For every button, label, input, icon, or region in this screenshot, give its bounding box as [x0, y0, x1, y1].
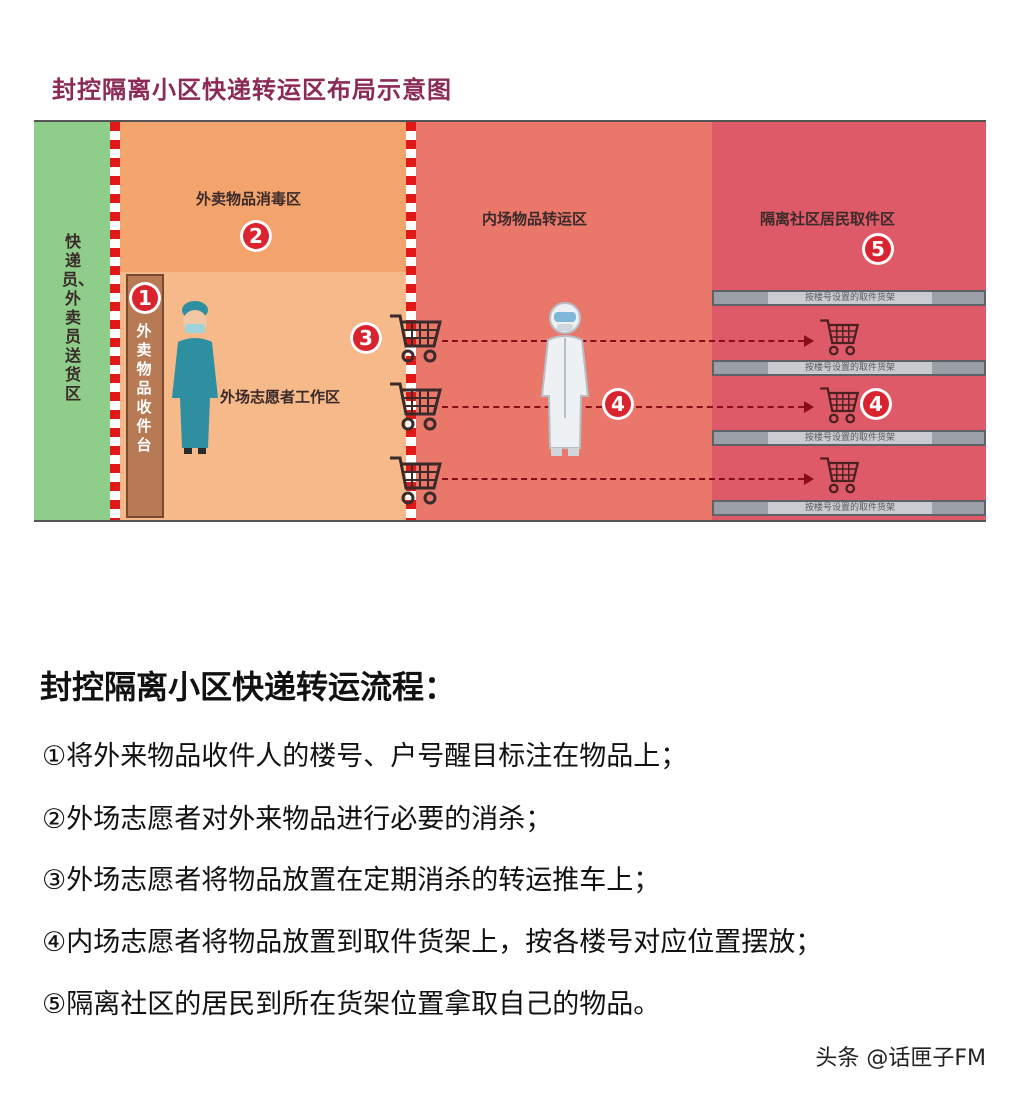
courier-zone	[34, 122, 110, 520]
shopping-cart-icon	[820, 457, 860, 494]
marker-4-pickup: 4	[860, 388, 892, 420]
process-step-2: ②外场志愿者对外来物品进行必要的消杀；	[42, 804, 553, 835]
diagram-title: 封控隔离小区快递转运区布局示意图	[52, 76, 452, 104]
disinfection-zone-label: 外卖物品消毒区	[196, 190, 302, 208]
marker-4: 4	[602, 388, 634, 420]
marker-5-text: 5	[871, 237, 885, 261]
shopping-cart-icon	[390, 382, 442, 431]
marker-2: 2	[240, 220, 272, 252]
marker-1-text: 1	[138, 286, 152, 310]
shopping-cart-icon	[390, 314, 442, 363]
shelf-label: 按楼号设置的取件货架	[768, 432, 932, 444]
shelf-label: 按楼号设置的取件货架	[768, 362, 932, 374]
transfer-arrow-line	[442, 478, 804, 480]
barrier-stripe-left	[110, 122, 120, 520]
process-heading: 封控隔离小区快递转运流程：	[40, 668, 457, 706]
marker-5: 5	[862, 233, 894, 265]
transfer-arrow-head	[804, 335, 814, 347]
shopping-cart-icon	[820, 319, 860, 356]
reception-desk	[126, 274, 164, 518]
pickup-shelf: 按楼号设置的取件货架	[712, 360, 986, 376]
watermark: 头条 @话匣子FM	[815, 1046, 986, 1071]
shelf-label: 按楼号设置的取件货架	[768, 292, 932, 304]
shelf-label: 按楼号设置的取件货架	[768, 502, 932, 514]
outer-volunteer-zone	[120, 272, 406, 520]
shopping-cart-icon	[390, 456, 442, 505]
transfer-arrow-line	[636, 406, 804, 408]
marker-2-text: 2	[249, 224, 263, 248]
resident-pickup-zone	[712, 122, 986, 520]
marker-3: 3	[350, 322, 382, 354]
marker-3-text: 3	[359, 326, 373, 350]
volunteer-person-icon	[172, 301, 218, 454]
layout-diagram: 快递员、外卖员送货区 外卖物品收件台 外卖物品消毒区 外场志愿者工作区 内场物品…	[34, 120, 986, 522]
outer-volunteer-zone-label: 外场志愿者工作区	[220, 388, 341, 406]
transfer-arrow-head	[804, 473, 814, 485]
process-step-5: ⑤隔离社区的居民到所在货架位置拿取自己的物品。	[42, 989, 661, 1020]
resident-pickup-zone-label: 隔离社区居民取件区	[760, 210, 896, 228]
protective-suit-person-icon	[540, 302, 590, 456]
reception-desk-label: 外卖物品收件台	[136, 322, 152, 454]
marker-4b-text: 4	[869, 392, 883, 416]
marker-1: 1	[129, 282, 161, 314]
marker-4-text: 4	[611, 392, 625, 416]
transfer-arrow-line	[442, 406, 602, 408]
pickup-shelf: 按楼号设置的取件货架	[712, 290, 986, 306]
process-step-4: ④内场志愿者将物品放置到取件货架上，按各楼号对应位置摆放；	[42, 927, 823, 958]
transfer-arrow-line	[442, 340, 804, 342]
process-step-3: ③外场志愿者将物品放置在定期消杀的转运推车上；	[42, 865, 661, 896]
transfer-arrow-head	[804, 401, 814, 413]
pickup-shelf: 按楼号设置的取件货架	[712, 500, 986, 516]
inner-transfer-zone-label: 内场物品转运区	[482, 210, 588, 228]
courier-zone-label: 快递员、外卖员送货区	[62, 232, 95, 403]
shopping-cart-icon	[820, 387, 860, 424]
process-step-1: ①将外来物品收件人的楼号、户号醒目标注在物品上；	[42, 741, 688, 772]
pickup-shelf: 按楼号设置的取件货架	[712, 430, 986, 446]
